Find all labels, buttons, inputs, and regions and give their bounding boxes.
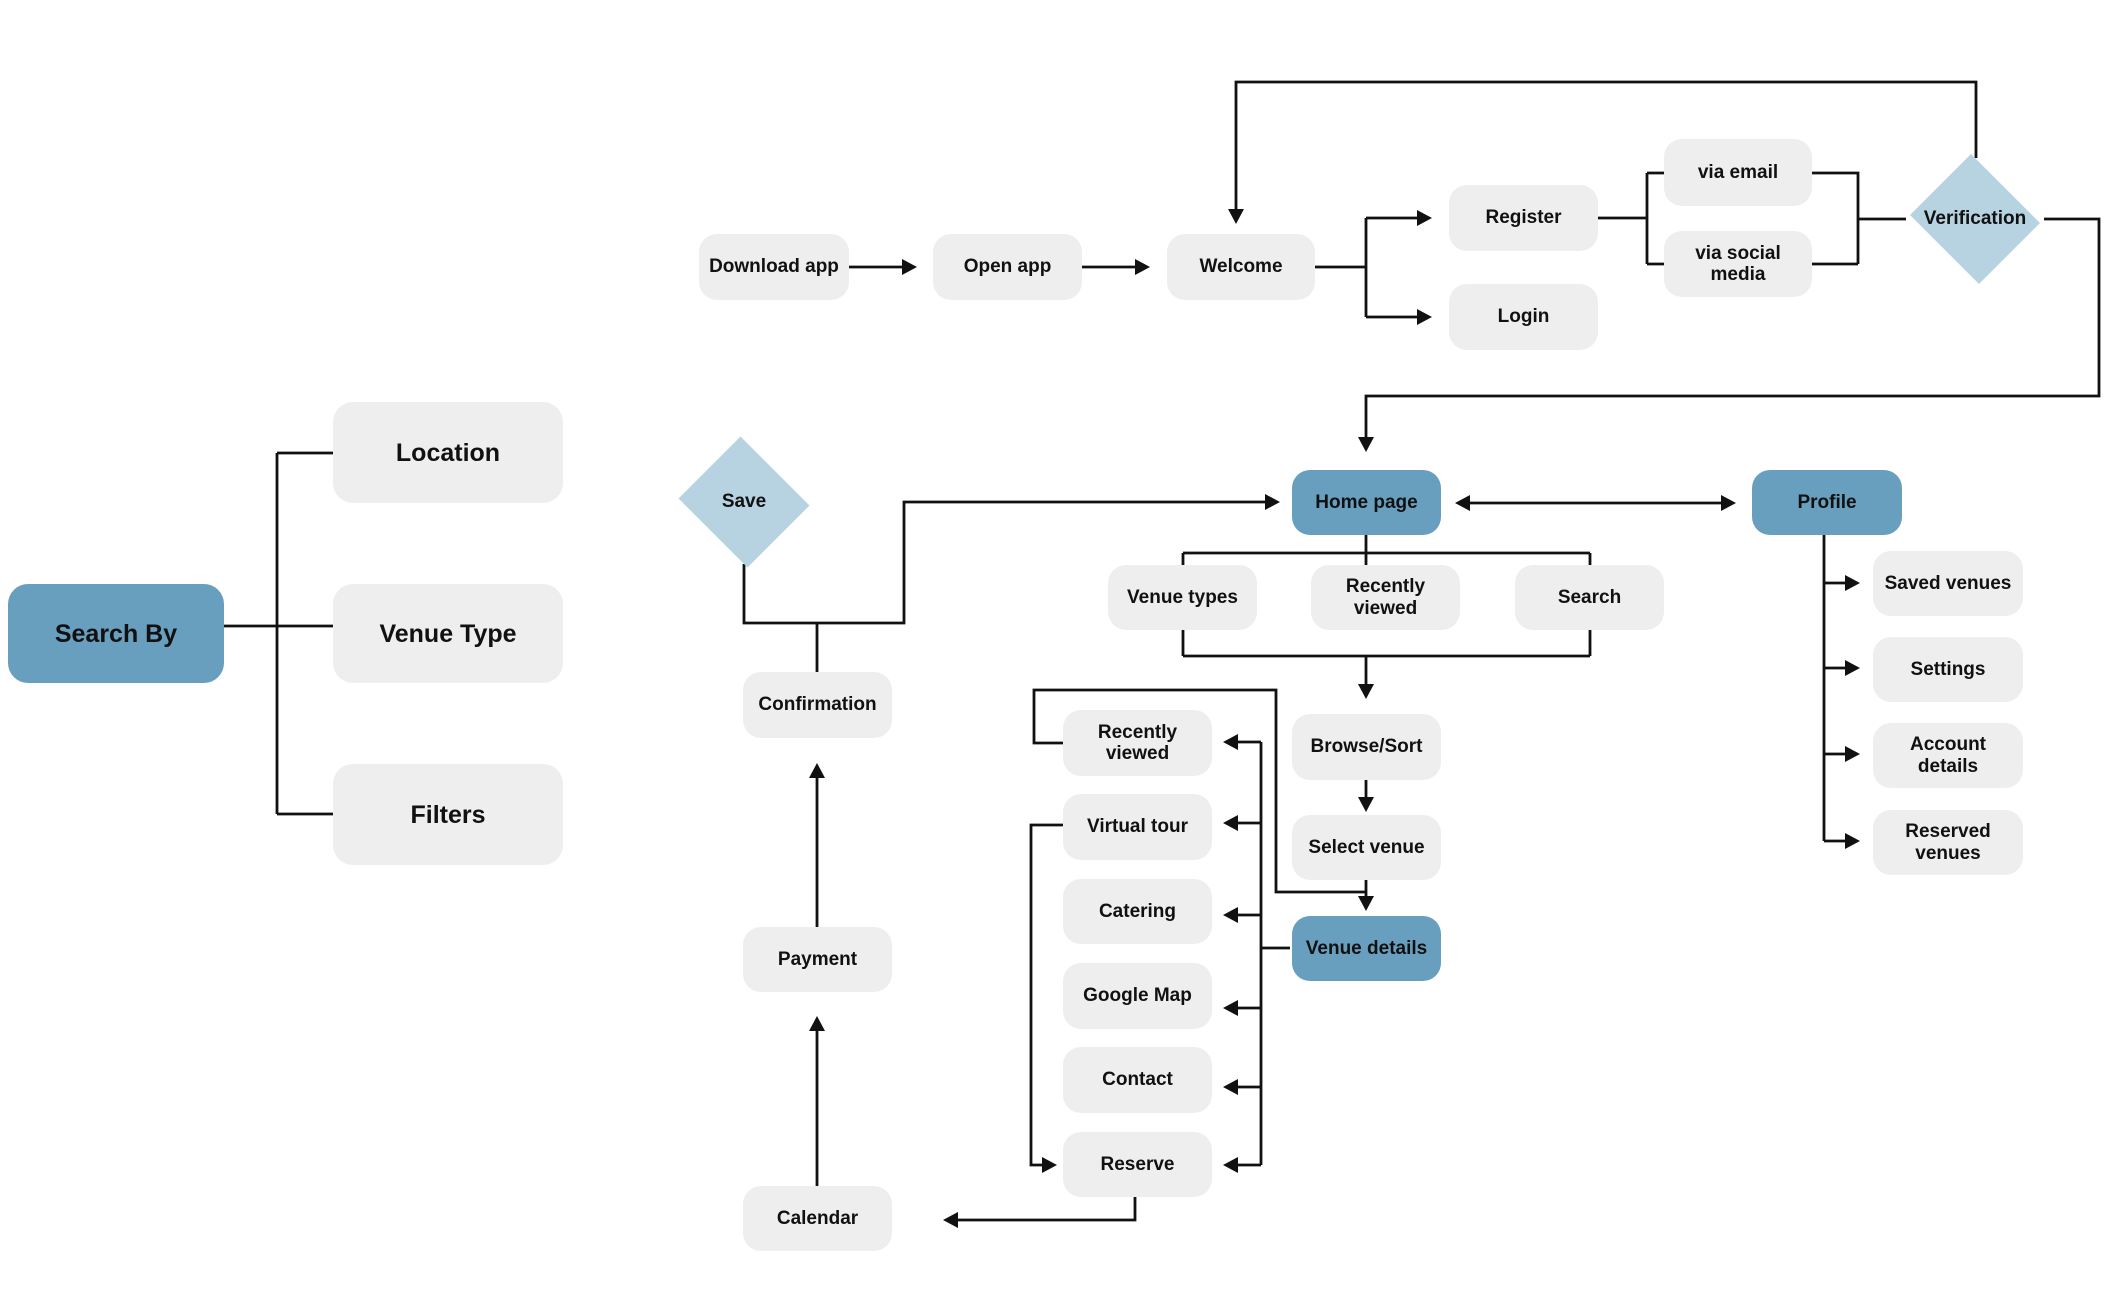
search-by-node[interactable]: Search By bbox=[8, 584, 224, 683]
save-label: Save bbox=[721, 491, 767, 512]
connector-welcome-split bbox=[1315, 216, 1417, 319]
arrowhead bbox=[1358, 896, 1374, 911]
google-map-node[interactable]: Google Map bbox=[1063, 963, 1212, 1029]
arrowhead bbox=[1358, 797, 1374, 812]
verification-decision[interactable]: Verification bbox=[1906, 154, 2044, 284]
saved-venues-node[interactable]: Saved venues bbox=[1873, 551, 2023, 616]
via-email-node[interactable]: via email bbox=[1664, 139, 1812, 206]
arrowhead bbox=[1265, 494, 1280, 510]
contact-node[interactable]: Contact bbox=[1063, 1047, 1212, 1113]
arrowhead bbox=[1223, 815, 1238, 831]
arrowhead bbox=[1223, 1157, 1238, 1173]
connector-home-sections bbox=[1181, 534, 1592, 658]
arrowhead bbox=[1358, 684, 1374, 699]
connector-virtual-tour-reserve bbox=[1029, 823, 1063, 1167]
arrowhead bbox=[1845, 833, 1860, 849]
filters-node[interactable]: Filters bbox=[333, 764, 563, 865]
venue-details-node[interactable]: Venue details bbox=[1292, 916, 1441, 981]
arrowhead bbox=[1042, 1157, 1057, 1173]
arrowhead bbox=[1223, 1000, 1238, 1016]
connector-methods-verification bbox=[1812, 171, 1906, 266]
home-page-node[interactable]: Home page bbox=[1292, 470, 1441, 535]
login-node[interactable]: Login bbox=[1449, 284, 1598, 350]
arrowhead bbox=[1358, 437, 1374, 452]
arrowhead bbox=[1223, 1079, 1238, 1095]
settings-node[interactable]: Settings bbox=[1873, 637, 2023, 702]
catering-node[interactable]: Catering bbox=[1063, 879, 1212, 944]
connector-verification-home bbox=[1364, 217, 2101, 437]
arrowhead bbox=[809, 1016, 825, 1031]
connector-profile-menu bbox=[1822, 534, 1845, 843]
connector-verification-welcome bbox=[1234, 80, 1978, 209]
select-venue-node[interactable]: Select venue bbox=[1292, 815, 1441, 880]
connector-register-methods bbox=[1598, 171, 1664, 266]
register-node[interactable]: Register bbox=[1449, 185, 1598, 251]
arrowhead bbox=[1228, 209, 1244, 224]
download-app-node[interactable]: Download app bbox=[699, 234, 849, 300]
arrowhead bbox=[1845, 575, 1860, 591]
arrowhead bbox=[809, 763, 825, 778]
verification-label: Verification bbox=[1923, 208, 2027, 229]
arrowhead bbox=[1845, 746, 1860, 762]
open-app-node[interactable]: Open app bbox=[933, 234, 1082, 300]
calendar-node[interactable]: Calendar bbox=[743, 1186, 892, 1251]
connector-recently-viewed-loop bbox=[1032, 688, 1366, 894]
arrowhead bbox=[1223, 907, 1238, 923]
venue-recently-viewed-node[interactable]: Recently viewed bbox=[1063, 710, 1212, 776]
confirmation-node[interactable]: Confirmation bbox=[743, 672, 892, 738]
save-decision[interactable]: Save bbox=[675, 436, 813, 568]
arrowhead bbox=[1417, 210, 1432, 226]
reserved-venues-node[interactable]: Reserved venues bbox=[1873, 810, 2023, 875]
welcome-node[interactable]: Welcome bbox=[1167, 234, 1315, 300]
venue-types-node[interactable]: Venue types bbox=[1108, 565, 1257, 630]
arrowhead bbox=[1845, 660, 1860, 676]
search-node[interactable]: Search bbox=[1515, 565, 1664, 630]
payment-node[interactable]: Payment bbox=[743, 927, 892, 992]
connector-reserve-calendar bbox=[958, 1197, 1137, 1222]
location-node[interactable]: Location bbox=[333, 402, 563, 503]
virtual-tour-node[interactable]: Virtual tour bbox=[1063, 794, 1212, 860]
via-social-media-node[interactable]: via social media bbox=[1664, 231, 1812, 297]
arrowhead bbox=[1721, 495, 1736, 511]
account-details-node[interactable]: Account details bbox=[1873, 723, 2023, 788]
venue-type-node[interactable]: Venue Type bbox=[333, 584, 563, 683]
connector-details-options bbox=[1238, 740, 1290, 1167]
arrowhead bbox=[1455, 495, 1470, 511]
arrowhead bbox=[1417, 309, 1432, 325]
connector-confirmation-save-home bbox=[742, 500, 1265, 672]
arrowhead bbox=[943, 1212, 958, 1228]
recently-viewed-node[interactable]: Recently viewed bbox=[1311, 565, 1460, 630]
connector-search-by bbox=[224, 451, 333, 816]
reserve-node[interactable]: Reserve bbox=[1063, 1132, 1212, 1197]
arrowhead bbox=[1135, 259, 1150, 275]
arrowhead bbox=[902, 259, 917, 275]
browse-sort-node[interactable]: Browse/Sort bbox=[1292, 714, 1441, 780]
arrowhead bbox=[1223, 734, 1238, 750]
profile-node[interactable]: Profile bbox=[1752, 470, 1902, 535]
